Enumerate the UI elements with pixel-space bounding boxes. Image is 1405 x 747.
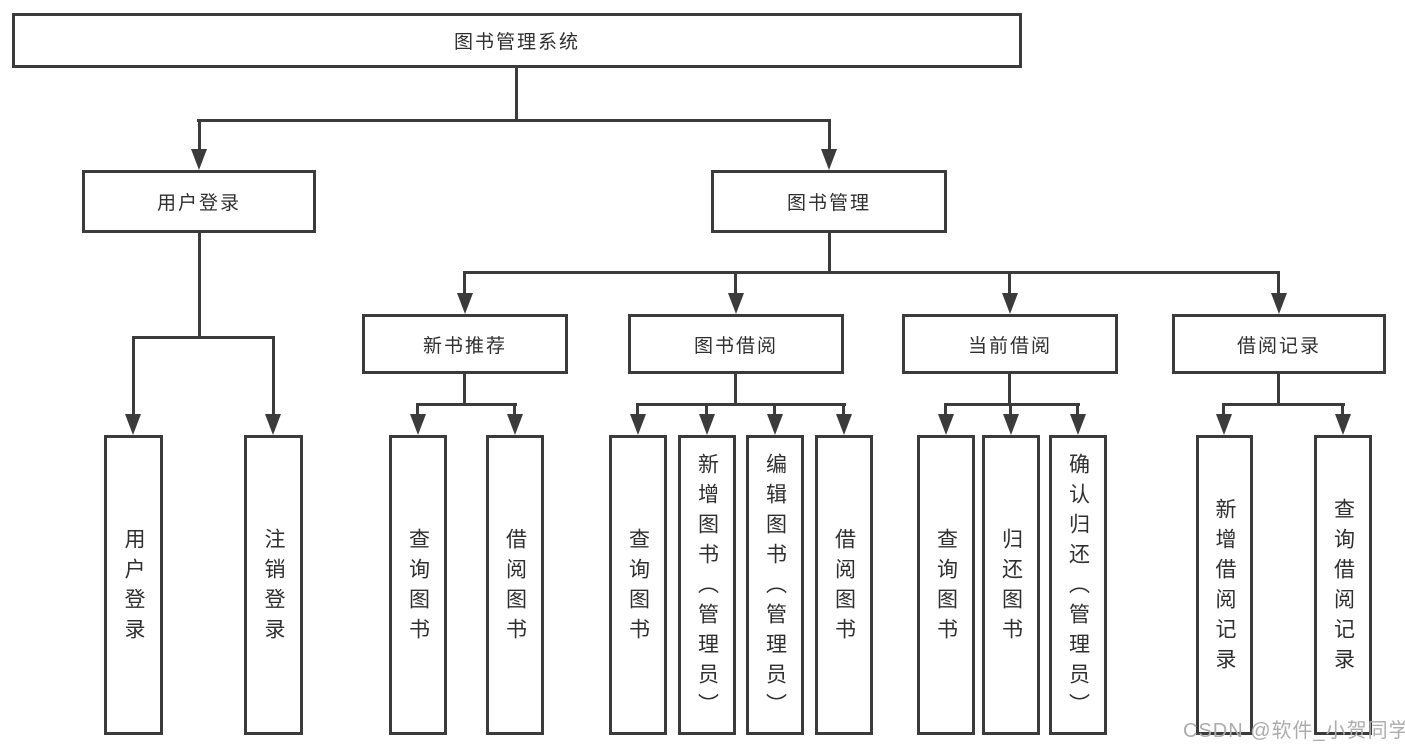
connector-vline bbox=[705, 403, 708, 414]
connector-vline bbox=[198, 233, 201, 338]
connector-vline bbox=[944, 403, 947, 414]
connector-vline bbox=[828, 119, 831, 151]
arrow-down-icon bbox=[410, 414, 426, 435]
connector-vline bbox=[1076, 403, 1079, 414]
node-leaf-cb-confirm-return-admin: 确认归还（管理员） bbox=[1049, 435, 1107, 735]
connector-vline bbox=[734, 374, 737, 406]
node-leaf-br-query-record: 查询借阅记录 bbox=[1314, 435, 1372, 735]
connector-hline bbox=[416, 403, 517, 406]
node-library-management-system: 图书管理系统 bbox=[12, 13, 1022, 68]
node-book-borrowing: 图书借阅 bbox=[628, 314, 844, 374]
connector-vline bbox=[132, 336, 135, 414]
arrow-down-icon bbox=[836, 414, 852, 435]
node-user-login-branch: 用户登录 bbox=[82, 170, 316, 233]
arrow-down-icon bbox=[1070, 414, 1086, 435]
node-leaf-bb-query-books: 查询图书 bbox=[609, 435, 667, 735]
node-book-management-branch: 图书管理 bbox=[711, 170, 947, 233]
connector-hline bbox=[944, 403, 1080, 406]
connector-vline bbox=[842, 403, 845, 414]
arrow-down-icon bbox=[938, 414, 954, 435]
connector-hline bbox=[636, 403, 846, 406]
csdn-watermark: CSDN @软件_小贺同学 bbox=[1183, 720, 1405, 742]
connector-vline bbox=[1222, 403, 1225, 414]
node-current-borrowing: 当前借阅 bbox=[902, 314, 1118, 374]
arrow-down-icon bbox=[265, 414, 281, 435]
connector-vline bbox=[734, 271, 737, 293]
connector-vline bbox=[463, 374, 466, 406]
arrow-down-icon bbox=[457, 293, 473, 314]
connector-vline bbox=[198, 119, 201, 151]
node-leaf-bb-borrow-books: 借阅图书 bbox=[815, 435, 873, 735]
arrow-down-icon bbox=[125, 414, 141, 435]
connector-hline bbox=[463, 271, 1280, 274]
node-leaf-logout: 注销登录 bbox=[244, 435, 303, 735]
node-new-book-recommend: 新书推荐 bbox=[362, 314, 568, 374]
connector-hline bbox=[1222, 403, 1345, 406]
connector-hline bbox=[197, 119, 831, 122]
connector-vline bbox=[463, 271, 466, 293]
connector-vline bbox=[1277, 374, 1280, 406]
arrow-down-icon bbox=[1271, 293, 1287, 314]
node-leaf-cb-return-books: 归还图书 bbox=[982, 435, 1040, 735]
connector-vline bbox=[515, 68, 518, 120]
connector-vline bbox=[773, 403, 776, 414]
arrow-down-icon bbox=[1216, 414, 1232, 435]
arrow-down-icon bbox=[507, 414, 523, 435]
connector-vline bbox=[1008, 271, 1011, 293]
arrow-down-icon bbox=[630, 414, 646, 435]
arrow-down-icon bbox=[767, 414, 783, 435]
node-leaf-nb-query-books: 查询图书 bbox=[389, 435, 447, 735]
connector-vline bbox=[513, 403, 516, 414]
arrow-down-icon bbox=[728, 293, 744, 314]
node-leaf-br-add-record: 新增借阅记录 bbox=[1196, 435, 1253, 735]
node-leaf-user-login: 用户登录 bbox=[104, 435, 163, 735]
connector-vline bbox=[828, 233, 831, 274]
connector-vline bbox=[1341, 403, 1344, 414]
node-leaf-bb-add-books-admin: 新增图书（管理员） bbox=[678, 435, 736, 735]
connector-vline bbox=[636, 403, 639, 414]
arrow-down-icon bbox=[191, 149, 207, 170]
connector-vline bbox=[1009, 403, 1012, 414]
arrow-down-icon bbox=[1002, 293, 1018, 314]
arrow-down-icon bbox=[1003, 414, 1019, 435]
connector-vline bbox=[416, 403, 419, 414]
connector-hline bbox=[132, 336, 275, 339]
node-leaf-bb-edit-books-admin: 编辑图书（管理员） bbox=[746, 435, 804, 735]
arrow-down-icon bbox=[821, 149, 837, 170]
connector-vline bbox=[1277, 271, 1280, 293]
connector-vline bbox=[1008, 374, 1011, 406]
node-borrowing-records: 借阅记录 bbox=[1172, 314, 1386, 374]
arrow-down-icon bbox=[1335, 414, 1351, 435]
node-leaf-nb-borrow-books: 借阅图书 bbox=[486, 435, 544, 735]
arrow-down-icon bbox=[699, 414, 715, 435]
node-leaf-cb-query-books: 查询图书 bbox=[917, 435, 975, 735]
connector-vline bbox=[272, 336, 275, 414]
